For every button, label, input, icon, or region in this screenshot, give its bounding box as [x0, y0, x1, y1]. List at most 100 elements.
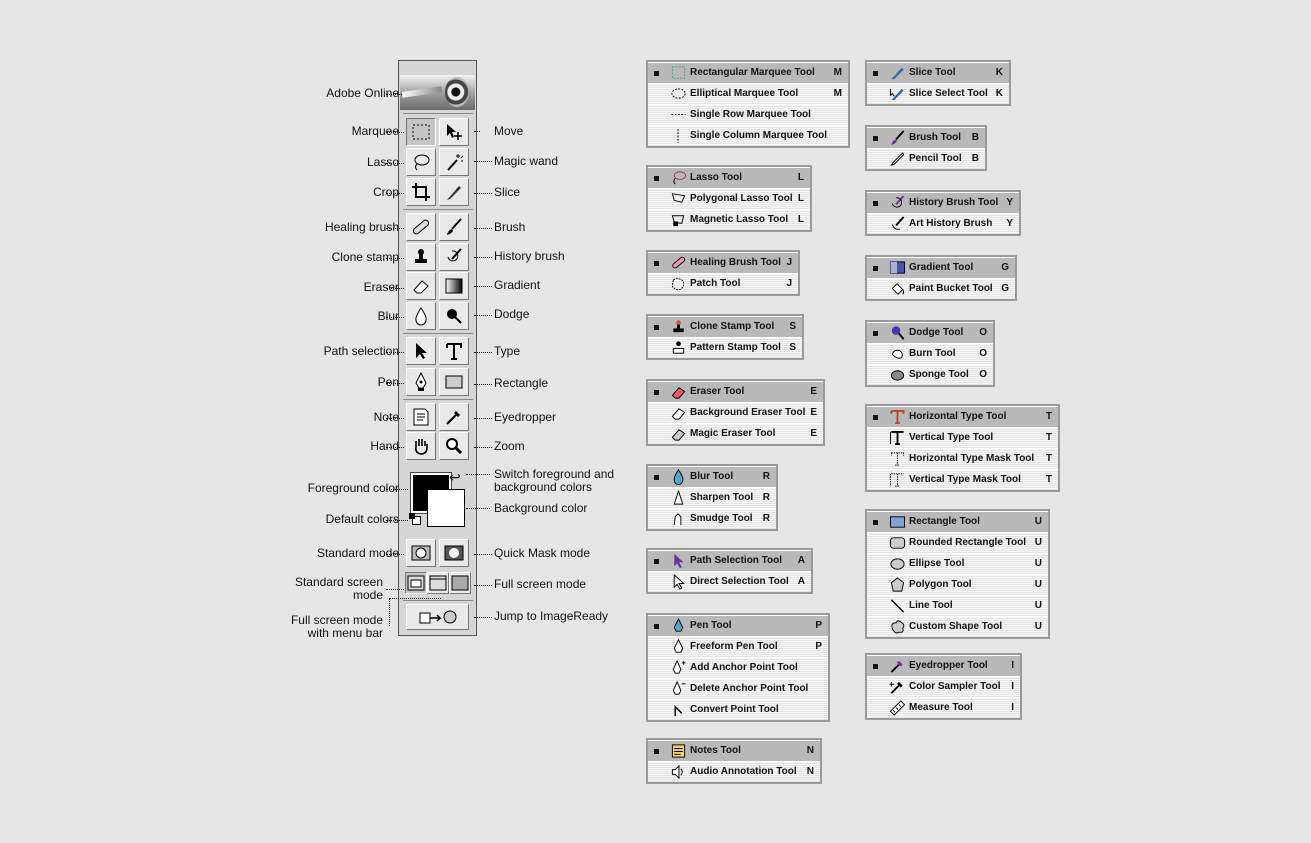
lasso-tool-button[interactable]: [406, 148, 436, 176]
flyout-menu-item[interactable]: Delete Anchor Point Tool: [648, 678, 828, 699]
tool-name: Patch Tool: [690, 278, 741, 289]
polygonal-lasso-icon: [671, 193, 686, 203]
brush-tool-button[interactable]: [439, 213, 469, 241]
slice-tool-button[interactable]: [439, 178, 469, 206]
tool-name: Horizontal Type Tool: [909, 411, 1007, 422]
hand-tool-button[interactable]: [406, 432, 436, 460]
leader-line: [474, 193, 492, 194]
type-tool-button[interactable]: [439, 337, 469, 365]
label-move: Move: [494, 124, 524, 138]
eyedropper-tool-button[interactable]: [439, 403, 469, 431]
gradient-tool-button[interactable]: [439, 272, 469, 300]
flyout-menu-item[interactable]: Single Row Marquee Tool: [648, 104, 848, 125]
default-colors-icon[interactable]: [409, 513, 421, 525]
flyout-menu-item[interactable]: Single Column Marquee Tool: [648, 125, 848, 146]
flyout-menu-item[interactable]: Add Anchor Point Tool: [648, 657, 828, 678]
zoom-tool-button[interactable]: [439, 432, 469, 460]
brush-icon: [891, 130, 905, 146]
dodge-tool-button[interactable]: [439, 302, 469, 330]
background-color-swatch[interactable]: [427, 489, 465, 527]
history-brush-tool-button[interactable]: [439, 243, 469, 271]
active-tool-bullet: [654, 475, 659, 480]
jump-to-imageready-button[interactable]: [406, 604, 469, 630]
move-tool-button[interactable]: [439, 118, 469, 146]
full-screen-mode-button[interactable]: [449, 572, 471, 594]
flyout-menu-item[interactable]: Convert Point Tool: [648, 699, 828, 720]
adobe-online-button[interactable]: [400, 75, 475, 110]
magic-wand-tool-button[interactable]: [439, 148, 469, 176]
standard-screen-mode-button[interactable]: [405, 572, 427, 594]
pen-tool-button[interactable]: [406, 368, 436, 396]
divider: [403, 113, 473, 114]
label-rectangle: Rectangle: [494, 376, 549, 390]
full-screen-menu-bar-button[interactable]: [427, 572, 449, 594]
tool-name: Elliptical Marquee Tool: [690, 88, 799, 99]
eraser-tool-button[interactable]: [406, 272, 436, 300]
switch-colors-icon[interactable]: ↩: [449, 469, 461, 485]
shortcut-key: S: [789, 321, 796, 332]
healing-brush-tool-button[interactable]: [406, 213, 436, 241]
quick-mask-mode-button[interactable]: [439, 539, 469, 567]
marquee-tool-button[interactable]: [406, 118, 436, 146]
clone-stamp-tool-button[interactable]: [406, 243, 436, 271]
notes-tool-button[interactable]: [406, 403, 436, 431]
crop-tool-button[interactable]: [406, 178, 436, 206]
dodge-icon: [447, 309, 462, 324]
ellipse-icon: [890, 558, 905, 570]
freeform-pen-icon: [673, 639, 684, 653]
leader-line: [386, 589, 404, 590]
path-selection-tool-button[interactable]: [406, 337, 436, 365]
blur-tool-button[interactable]: [406, 302, 436, 330]
rectangle-tool-button[interactable]: [439, 368, 469, 396]
standard-mode-button[interactable]: [406, 539, 436, 567]
